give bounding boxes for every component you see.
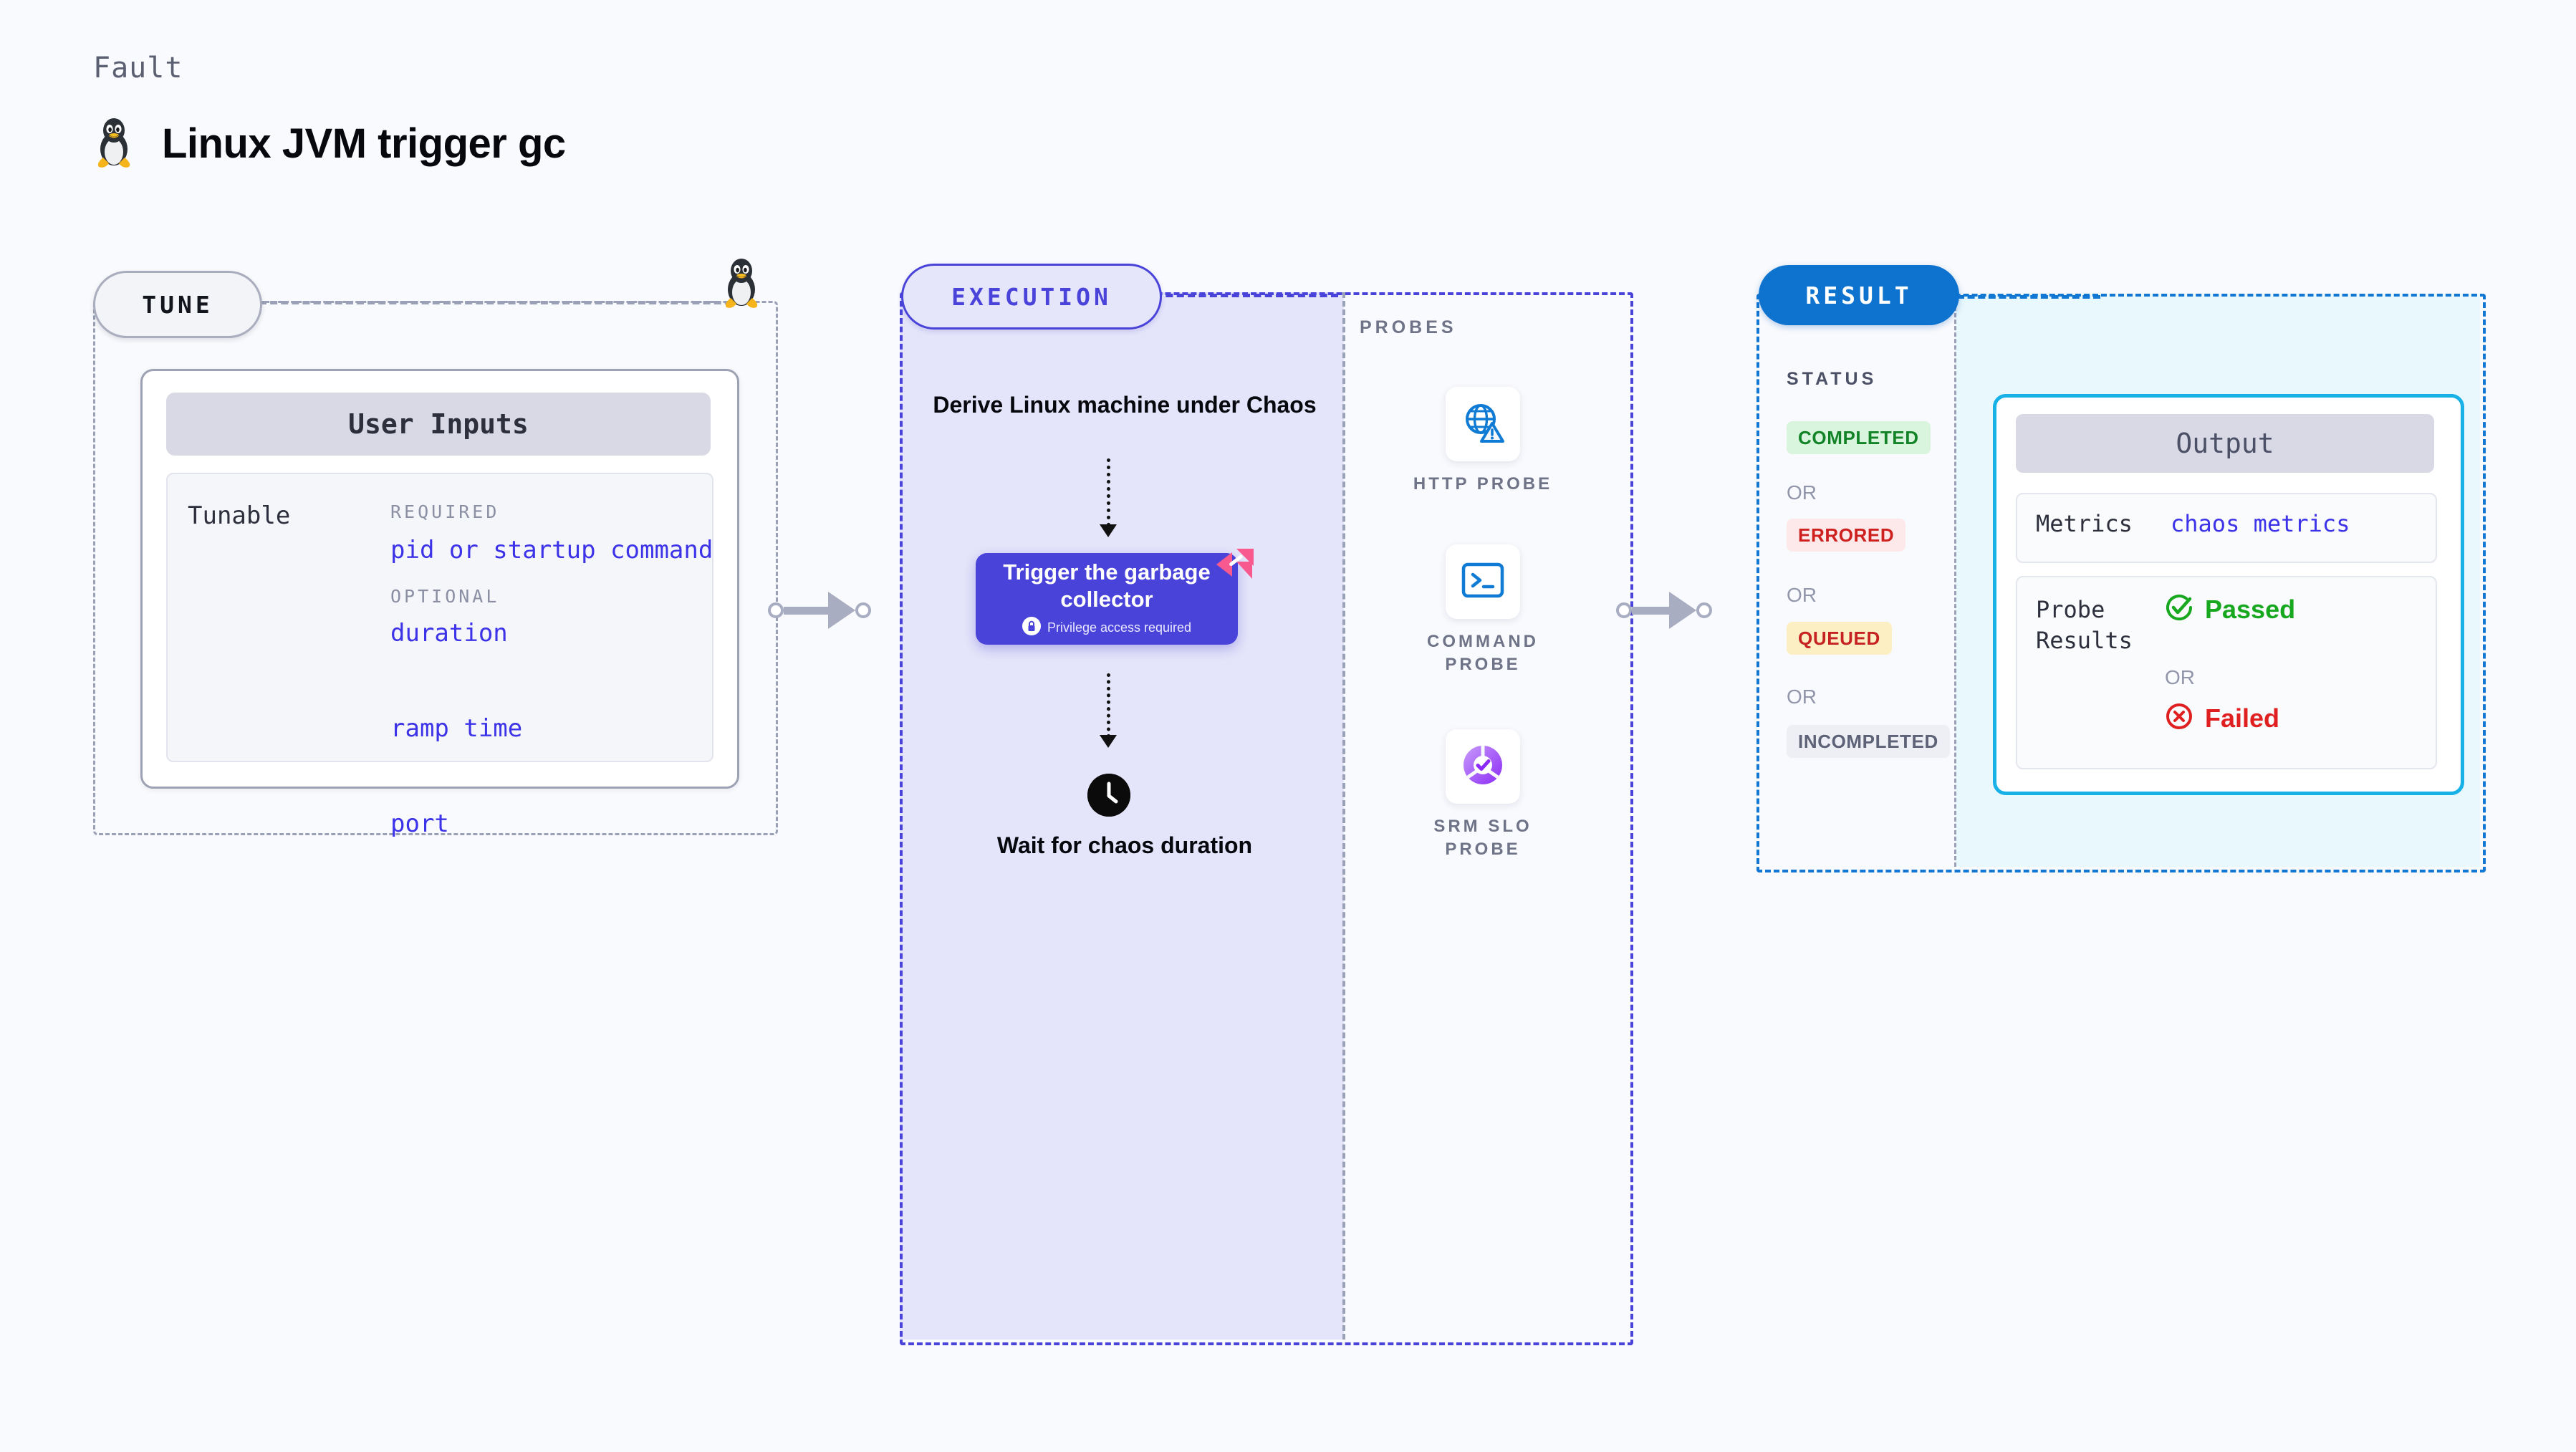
probe-result-failed-text: Failed bbox=[2205, 703, 2280, 733]
execution-action-title: Trigger the garbage collector bbox=[1003, 559, 1211, 612]
probe-tile bbox=[1446, 544, 1520, 619]
execution-action-card[interactable]: Trigger the garbage collector Privilege … bbox=[976, 553, 1238, 645]
harness-pink-mark-icon bbox=[1215, 546, 1255, 582]
tunable-heading-required: REQUIRED bbox=[390, 501, 500, 522]
connector-execution-to-result bbox=[1616, 592, 1712, 629]
privilege-note-row: Privilege access required bbox=[1022, 616, 1192, 639]
probe-result-or-separator: OR bbox=[2165, 666, 2195, 688]
execution-badge-dashed-line bbox=[1155, 294, 1338, 297]
connector-start-dot bbox=[1616, 602, 1632, 618]
probe-label: COMMAND PROBE bbox=[1427, 632, 1539, 674]
output-probe-results-row bbox=[2016, 576, 2437, 769]
status-section-label: STATUS bbox=[1787, 369, 1878, 389]
tunable-item-duration[interactable]: duration bbox=[390, 619, 508, 648]
result-panel bbox=[1756, 294, 2486, 872]
page-title: Linux JVM trigger gc bbox=[162, 120, 566, 167]
result-badge-dashed-line bbox=[1957, 295, 2100, 299]
tunable-item-ramp-time[interactable]: ramp time bbox=[390, 714, 523, 743]
flow-arrow-line-2 bbox=[1107, 673, 1110, 738]
probe-label: SRM SLO PROBE bbox=[1433, 817, 1532, 859]
status-badge-completed: COMPLETED bbox=[1787, 421, 1931, 454]
lock-icon bbox=[1022, 616, 1041, 639]
clock-icon bbox=[1087, 774, 1130, 817]
probe-tile bbox=[1446, 729, 1520, 804]
check-circle-icon bbox=[2165, 593, 2193, 625]
slo-donut-check-icon bbox=[1461, 743, 1505, 791]
tunable-box bbox=[166, 473, 713, 762]
probe-tile bbox=[1446, 387, 1520, 461]
output-metrics-label: Metrics bbox=[2036, 510, 2133, 537]
tunable-item-pid-or-startup-command[interactable]: pid or startup command bbox=[390, 536, 713, 564]
probes-section-label: PROBES bbox=[1360, 317, 1457, 337]
privilege-note-text: Privilege access required bbox=[1047, 620, 1192, 635]
status-or-separator: OR bbox=[1787, 584, 1817, 606]
tunable-group-optional: OPTIONAL bbox=[390, 586, 499, 607]
flow-arrow-line-1 bbox=[1107, 458, 1110, 527]
output-metrics-row bbox=[2016, 493, 2437, 563]
tunable-heading-optional: OPTIONAL bbox=[390, 586, 500, 607]
probe-result-passed: Passed bbox=[2165, 593, 2295, 625]
connector-arrow-head bbox=[828, 592, 855, 629]
status-badge-queued: QUEUED bbox=[1787, 622, 1892, 655]
connector-start-dot bbox=[768, 602, 784, 618]
tune-connector-dashed-line bbox=[259, 301, 754, 304]
probe-item-http[interactable]: HTTP PROBE bbox=[1404, 387, 1562, 496]
connector-end-dot bbox=[1696, 602, 1712, 618]
stage-badge-execution[interactable]: EXECUTION bbox=[901, 264, 1162, 330]
output-card-header: Output bbox=[2016, 414, 2434, 473]
probe-result-failed: Failed bbox=[2165, 702, 2279, 734]
status-badge-errored: ERRORED bbox=[1787, 519, 1906, 552]
stage-badge-tune[interactable]: TUNE bbox=[93, 271, 262, 338]
execution-probes-divider bbox=[1342, 292, 1345, 1340]
tunable-label: Tunable bbox=[188, 501, 291, 530]
page-title-row: Linux JVM trigger gc bbox=[93, 115, 566, 173]
connector-end-dot bbox=[855, 602, 871, 618]
status-badge-incompleted: INCOMPLETED bbox=[1787, 725, 1950, 758]
fault-eyebrow-label: Fault bbox=[93, 52, 183, 85]
flow-arrow-head-1 bbox=[1100, 524, 1117, 537]
result-status-output-divider bbox=[1954, 294, 1956, 867]
terminal-icon bbox=[1461, 561, 1505, 603]
probe-result-passed-text: Passed bbox=[2205, 594, 2296, 624]
flow-arrow-head-2 bbox=[1100, 735, 1117, 748]
user-inputs-header: User Inputs bbox=[166, 393, 711, 456]
probe-label: HTTP PROBE bbox=[1413, 474, 1553, 494]
stage-badge-result[interactable]: RESULT bbox=[1759, 265, 1959, 325]
tunable-group-required: REQUIRED bbox=[390, 501, 499, 522]
execution-panel-fill bbox=[900, 292, 1344, 1340]
x-circle-icon bbox=[2165, 702, 2193, 734]
connector-line bbox=[1632, 606, 1669, 615]
probe-item-srm-slo[interactable]: SRM SLO PROBE bbox=[1404, 729, 1562, 860]
execution-step-derive: Derive Linux machine under Chaos bbox=[933, 392, 1317, 418]
globe-warning-icon bbox=[1461, 400, 1505, 448]
connector-tune-to-execution bbox=[768, 592, 871, 629]
linux-penguin-icon-connector bbox=[718, 255, 765, 309]
connector-arrow-head bbox=[1669, 592, 1696, 629]
status-or-separator: OR bbox=[1787, 481, 1817, 504]
connector-line bbox=[784, 606, 828, 615]
status-or-separator: OR bbox=[1787, 686, 1817, 708]
linux-penguin-icon bbox=[93, 115, 135, 173]
output-metrics-value[interactable]: chaos metrics bbox=[2171, 510, 2350, 537]
execution-step-wait: Wait for chaos duration bbox=[996, 832, 1253, 858]
tunable-item-port[interactable]: port bbox=[390, 809, 449, 838]
probe-item-command[interactable]: COMMAND PROBE bbox=[1404, 544, 1562, 675]
